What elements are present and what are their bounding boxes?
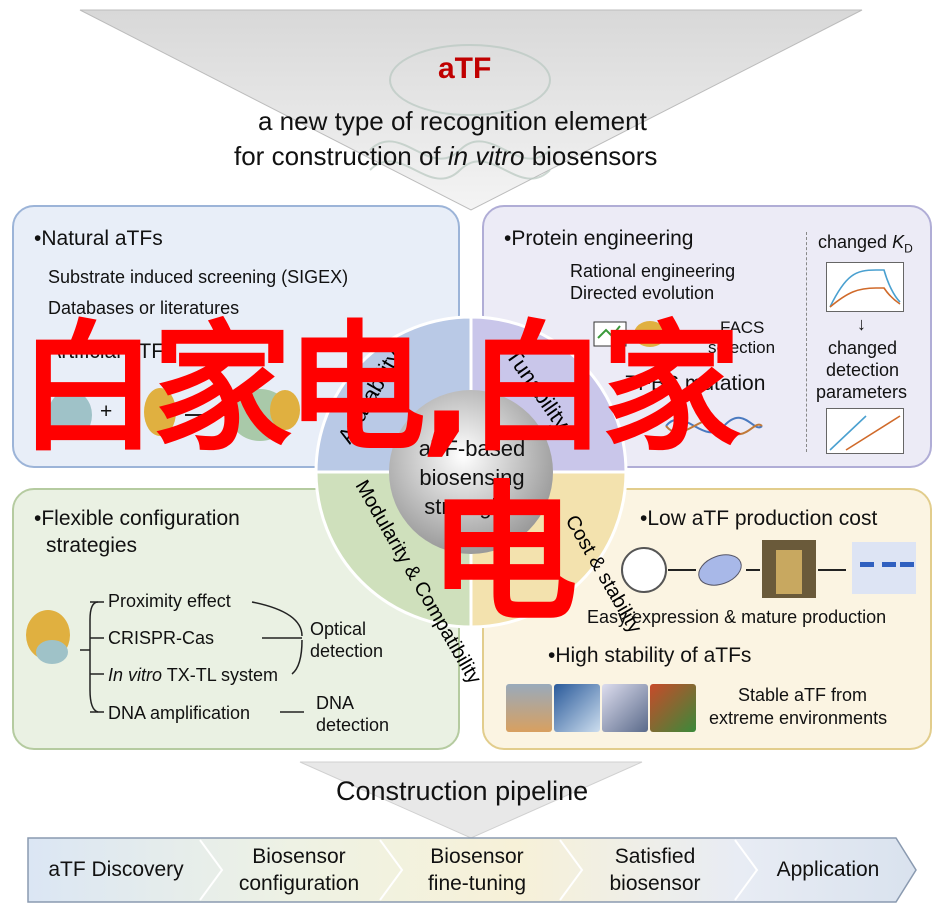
dna-detection-line1: DNA	[316, 693, 355, 713]
glacier-image	[554, 684, 600, 732]
binding-curve-icon	[826, 262, 904, 312]
changed-kd-label: changed KD	[818, 232, 913, 256]
protein-structure-icon	[369, 44, 551, 180]
protein-engineering-heading: •Protein engineering	[504, 227, 694, 250]
rational-engineering-item: Rational engineering	[570, 261, 736, 281]
changed-params-line3: parameters	[816, 382, 908, 402]
tfbs-mutation-heading: •TFBS mutation	[618, 372, 766, 395]
artificial-atfs-heading: •Artificial aTFs	[40, 340, 175, 363]
facs-line2: selection	[708, 338, 776, 357]
stable-atf-caption-line2: extreme environments	[709, 708, 888, 728]
crispr-cas-branch: CRISPR-Cas	[108, 628, 215, 648]
databases-item: Databases or literatures	[48, 298, 240, 318]
optical-detection-line1: Optical	[310, 619, 367, 639]
changed-params-line2: detection	[826, 360, 900, 380]
sigex-item: Substrate induced screening (SIGEX)	[48, 267, 349, 287]
top-subtitle-line2: for construction of in vitro biosensors	[234, 141, 658, 171]
facs-line1: FACS	[720, 318, 765, 337]
changed-params-line1: changed	[828, 338, 898, 358]
down-arrow: ↓	[857, 314, 866, 334]
stable-atf-caption-line1: Stable aTF from	[738, 685, 868, 705]
high-stability-heading: •High stability of aTFs	[548, 644, 752, 667]
tr-divider	[806, 232, 808, 452]
center-label-line3: strategies	[424, 494, 520, 519]
hot-spring-image	[506, 684, 552, 732]
easy-expression-caption: Easy expression & mature production	[587, 607, 887, 627]
center-ring	[314, 315, 628, 629]
overlay-watermark-line2: 电	[428, 468, 579, 642]
strategy-tree	[26, 601, 304, 713]
proximity-effect-branch: Proximity effect	[108, 591, 231, 611]
facs-schematic-icon	[593, 321, 702, 347]
tx-tl-branch: In vitro TX-TL system	[108, 665, 279, 685]
pipeline-title: Construction pipeline	[336, 776, 589, 806]
dose-response-icon	[826, 408, 904, 454]
extreme-terrain-image	[650, 684, 696, 732]
center-label-line1: aTF-based	[418, 436, 526, 461]
dna-detection-line2: detection	[316, 715, 390, 735]
dna-amplification-branch: DNA amplification	[108, 703, 251, 723]
overlay-watermark-line1: 白家电,白家	[18, 308, 741, 471]
flexible-config-heading-line1: •Flexible configuration	[34, 507, 240, 530]
production-workflow-icon	[621, 540, 916, 598]
top-subtitle-line1: a new type of recognition element	[258, 106, 647, 136]
natural-atfs-heading: •Natural aTFs	[34, 227, 163, 250]
ice-image	[602, 684, 648, 732]
directed-evolution-item: Directed evolution	[570, 283, 715, 303]
pipeline-step-application: Application	[776, 858, 880, 881]
protein-domains-icon	[48, 388, 300, 441]
top-title: aTF	[438, 52, 492, 85]
low-cost-heading: •Low aTF production cost	[640, 507, 878, 530]
plus-sign: +	[100, 400, 113, 423]
center-label-line2: biosensing	[419, 465, 525, 490]
dna-helix-icon	[665, 417, 763, 435]
flexible-config-heading-line2: strategies	[46, 534, 138, 557]
pipeline-step-discovery: aTF Discovery	[48, 858, 184, 881]
optical-detection-line2: detection	[310, 641, 384, 661]
